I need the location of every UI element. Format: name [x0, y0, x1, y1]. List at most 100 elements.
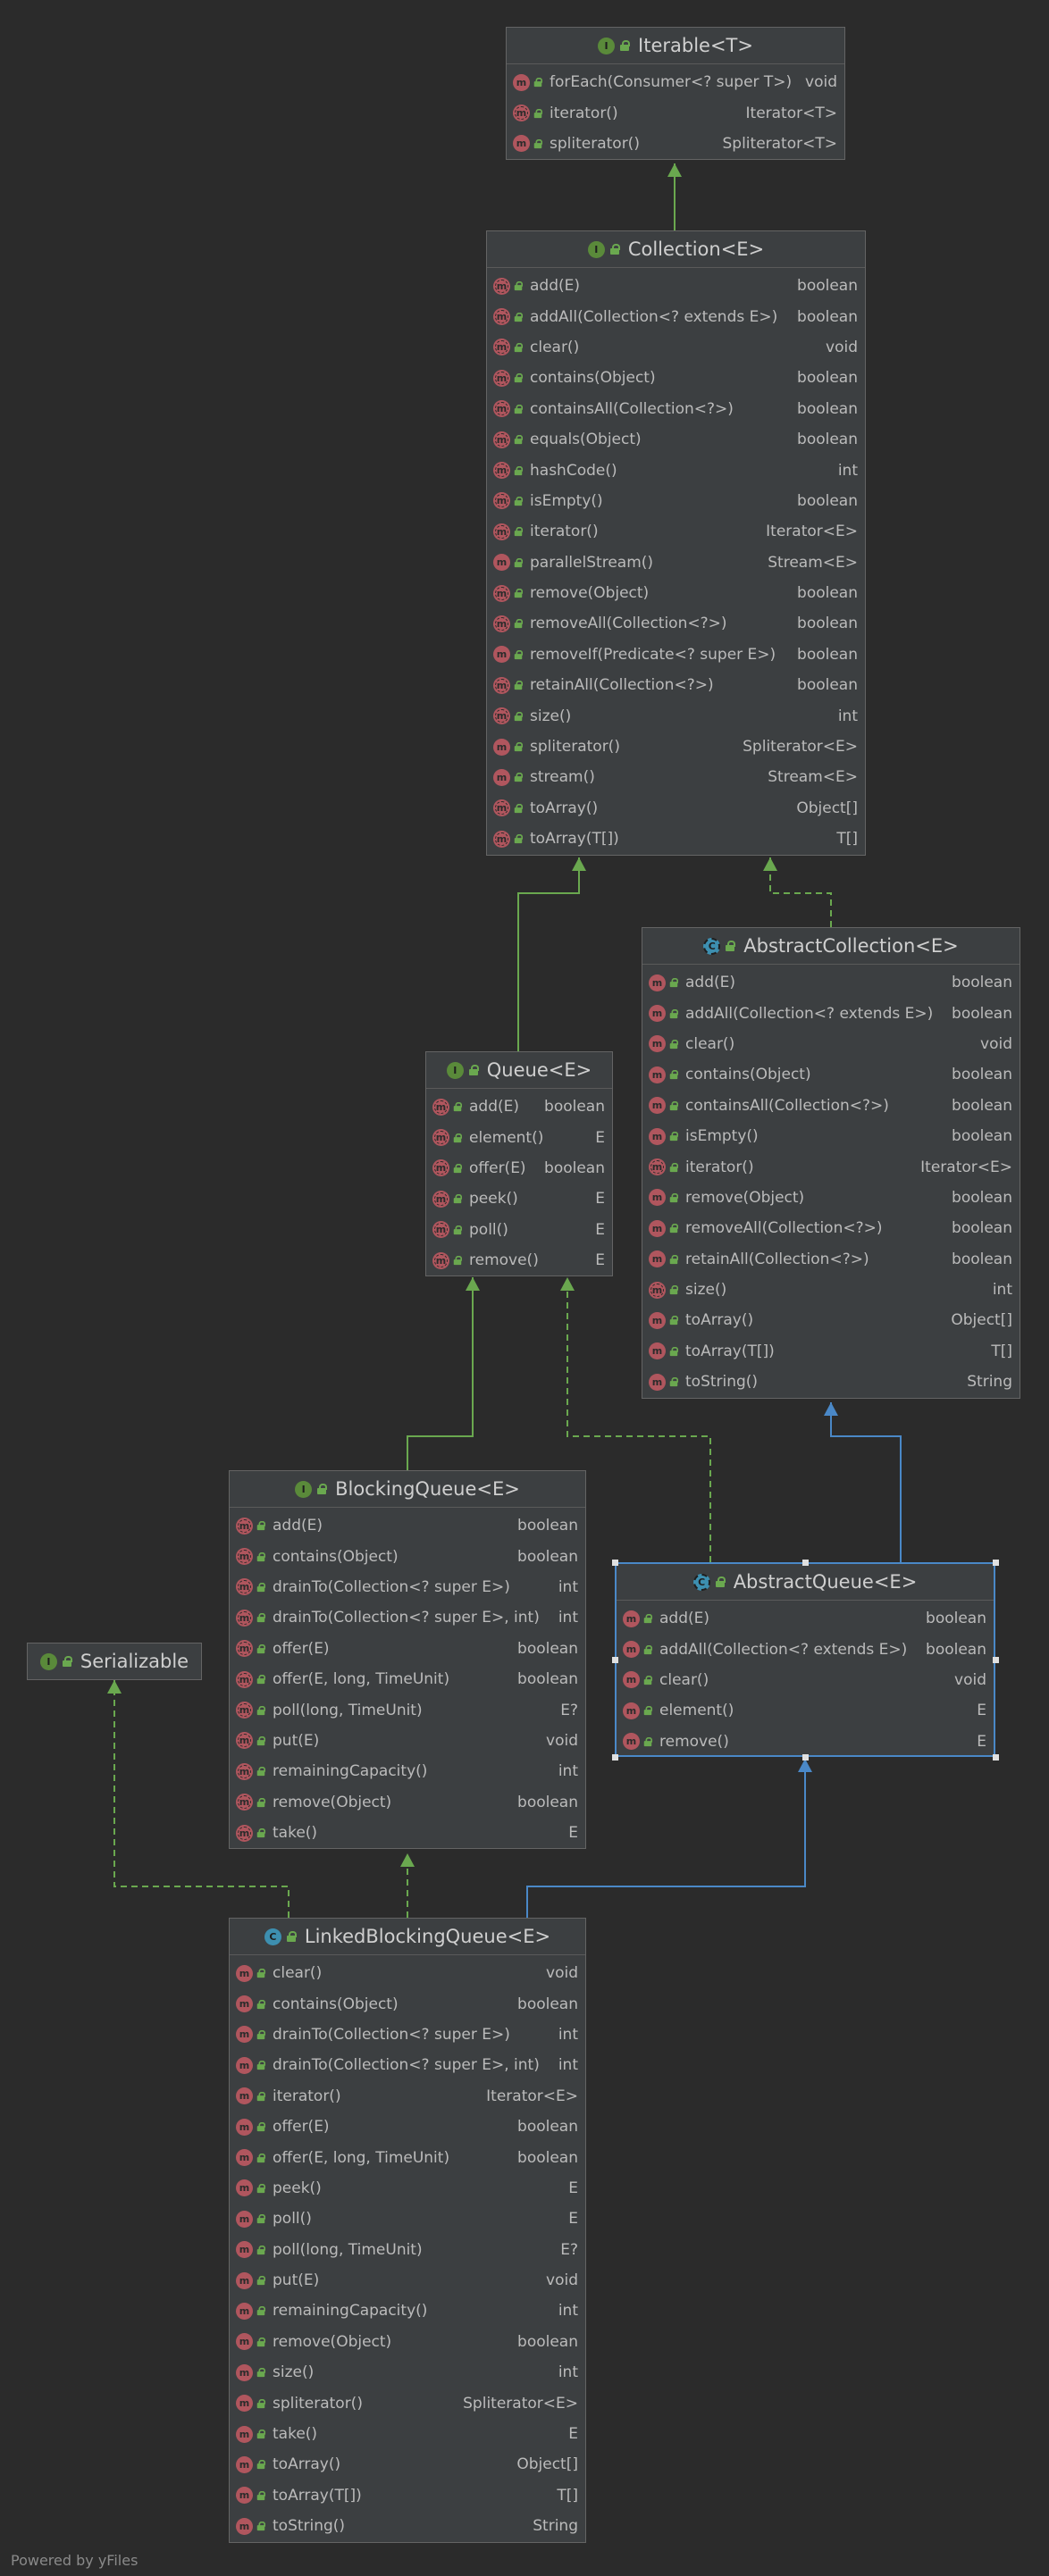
public-lock-icon [453, 1194, 463, 1204]
selection-handle[interactable] [993, 1657, 999, 1663]
selection-handle[interactable] [612, 1560, 618, 1566]
selection-handle[interactable] [993, 1754, 999, 1761]
selection-handle[interactable] [802, 1560, 809, 1566]
method-icon: m [623, 1610, 640, 1627]
selection-handle[interactable] [802, 1754, 809, 1761]
public-lock-icon [514, 496, 524, 506]
selection-handle[interactable] [993, 1560, 999, 1566]
abstract-method-icon: m [236, 1702, 253, 1719]
selection-handle[interactable] [612, 1754, 618, 1761]
interface-icon: I [598, 37, 616, 54]
selection-handle[interactable] [612, 1657, 618, 1663]
method-name: take() [273, 2425, 318, 2444]
